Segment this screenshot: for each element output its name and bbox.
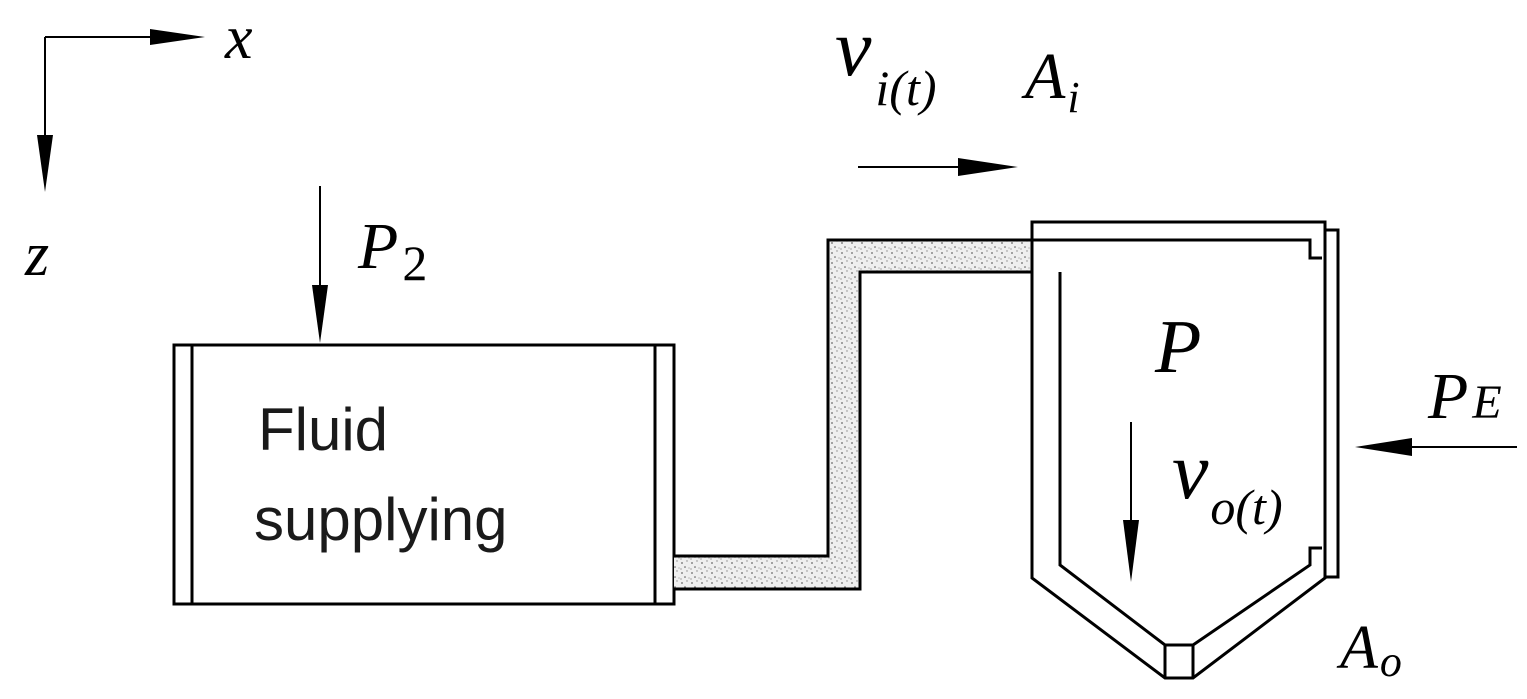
outlet-velocity-subscript: o(t) (1210, 479, 1282, 535)
supply-pressure-arrowhead (312, 285, 328, 343)
inlet-velocity-symbol: vi(t) (835, 2, 937, 116)
coordinate-axes: x z (24, 4, 253, 289)
external-pressure-symbol: PE (1427, 360, 1502, 433)
pipe-inner-wall (674, 270, 1032, 591)
inlet-area-symbol: Ai (1021, 40, 1080, 122)
external-pressure: PE (1355, 360, 1517, 456)
pipe-outer-wall (674, 238, 1032, 558)
supply-pressure-subscript: 2 (402, 235, 427, 291)
outlet-area-symbol: Ao (1336, 614, 1402, 686)
inlet-velocity-arrowhead (958, 158, 1018, 176)
chamber-side-membrane (1323, 228, 1340, 579)
external-pressure-subscript: E (1471, 376, 1501, 429)
chamber-pressure-symbol: P (1154, 305, 1201, 389)
supply-pressure: P2 (312, 186, 427, 343)
chamber-inner-top (1032, 238, 1322, 260)
inlet-area-subscript: i (1067, 73, 1079, 122)
x-axis-arrowhead (150, 29, 205, 45)
inlet-flow: vi(t) Ai (835, 2, 1080, 176)
supply-tank-body (172, 343, 676, 606)
z-axis-arrowhead (37, 135, 53, 192)
supply-label-line1: Fluid (258, 396, 388, 463)
outlet-area-subscript: o (1380, 637, 1402, 686)
x-axis-label: x (224, 4, 253, 72)
inlet-velocity-subscript: i(t) (875, 60, 936, 116)
external-pressure-arrowhead (1355, 438, 1412, 456)
supply-pressure-symbol: P2 (357, 210, 427, 291)
outlet-velocity-symbol: vo(t) (1172, 425, 1283, 535)
outlet-velocity-arrowhead (1123, 520, 1139, 582)
supply-label-line2: supplying (254, 486, 508, 553)
chamber: P vo(t) Ao (1030, 220, 1402, 686)
supply-tank: Fluid supplying (172, 343, 676, 606)
connecting-pipe (674, 238, 1032, 591)
pipe-fill (674, 240, 1032, 589)
z-axis-label: z (24, 221, 49, 289)
